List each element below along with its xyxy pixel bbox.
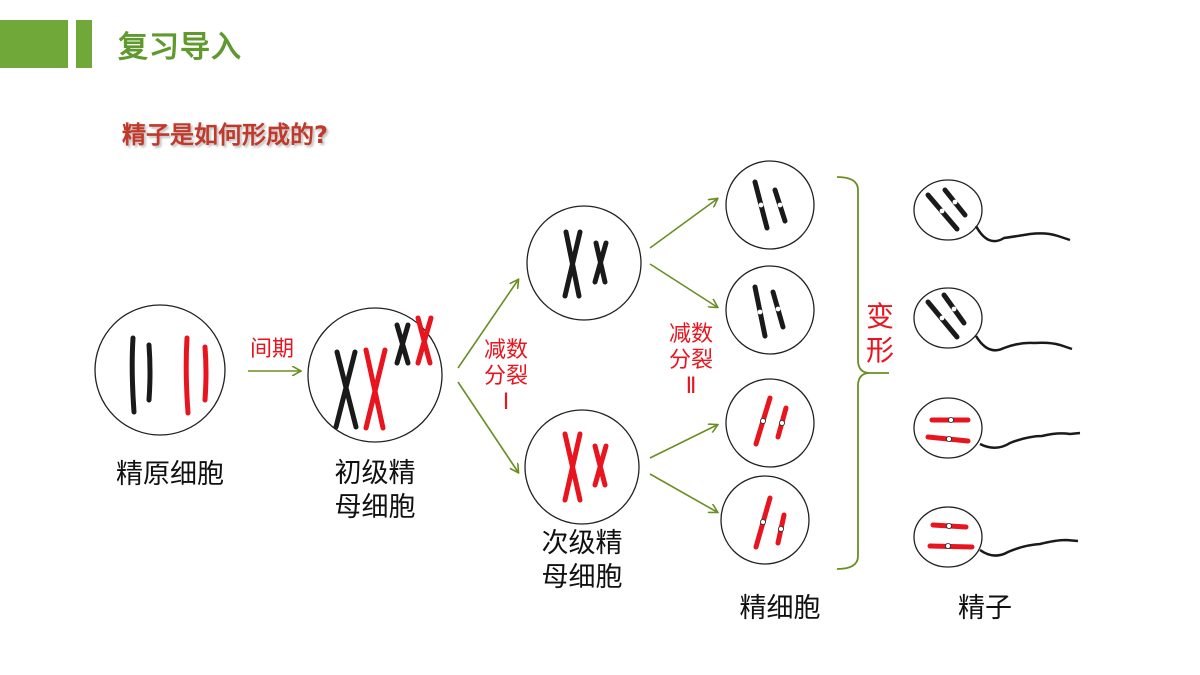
meiosis1-line2: 分裂 [483,364,528,389]
meiosis2-numeral: Ⅱ [685,374,697,399]
transform-line2: 形 [865,334,894,367]
header-accent-bar [0,20,68,68]
meiosis2-arrow-1 [649,199,717,249]
meiosis2-line2: 分裂 [668,348,713,373]
label-primary-line1: 初级精 [334,458,416,489]
transform-line1: 变 [865,300,894,333]
sperm-4 [913,506,1079,568]
label-primary-line2: 母细胞 [334,492,416,523]
primary-spermatocyte-cell [307,307,443,443]
spermatogonium-cell [94,304,226,436]
interphase-label: 间期 [249,337,294,362]
spermatid-2 [725,265,815,355]
meiosis1-line1: 减数 [483,338,528,363]
header-accent-bar-small [76,20,92,68]
question-text: 精子是如何形成的? [122,121,328,149]
sperm-3 [913,397,1081,459]
spermatid-1 [725,160,815,250]
meiosis2-line1: 减数 [668,322,713,347]
label-secondary-line1: 次级精 [541,528,623,559]
secondary-spermatocyte-top [526,205,642,321]
meiosis1-numeral: Ⅰ [502,390,510,415]
spermatid-4 [720,475,810,565]
label-spermatid: 精细胞 [739,593,821,624]
meiosis2-arrow-2 [649,263,717,307]
label-sperm: 精子 [958,593,1012,624]
meiosis1-arrow-down [457,381,518,472]
sperm-2 [913,287,1073,352]
label-spermatogonium: 精原细胞 [116,459,224,490]
label-secondary-spermatocyte: 次级精 母细胞 [507,527,657,595]
label-secondary-line2: 母细胞 [541,562,623,593]
secondary-spermatocyte-bottom [524,409,640,525]
meiosis1-arrow-up [457,280,518,369]
meiosis1-label: 减数 分裂 Ⅰ [478,338,534,416]
page-title: 复习导入 [118,30,242,65]
sperm-1 [913,179,1071,243]
transform-brace [836,176,889,570]
spermatid-3 [725,378,815,468]
meiosis2-arrow-4 [649,473,717,512]
transform-label: 变 形 [860,300,900,368]
meiosis2-label: 减数 分裂 Ⅱ [663,322,719,400]
meiosis2-arrow-3 [649,425,717,459]
label-primary-spermatocyte: 初级精 母细胞 [300,457,450,525]
